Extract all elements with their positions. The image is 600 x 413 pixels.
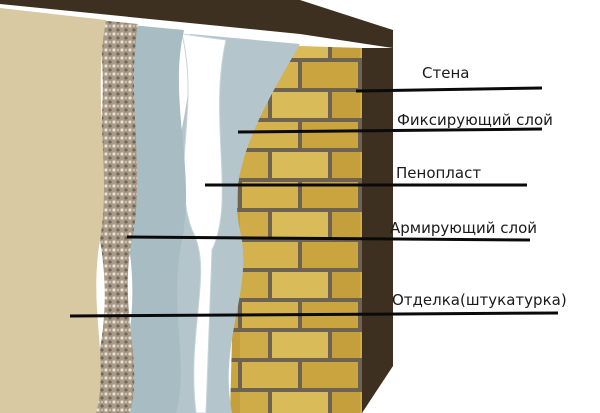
label-finish: Отделка(штукатурка) xyxy=(392,291,567,309)
wall-top-edge xyxy=(0,0,393,48)
label-reinforcing: Армирующий слой xyxy=(390,219,537,237)
layer-labels: Стена Фиксирующий слой Пенопласт Армирую… xyxy=(390,64,567,309)
brick-wall xyxy=(230,44,393,413)
label-wall: Стена xyxy=(422,64,469,82)
leader-finish xyxy=(69,311,559,318)
leader-fixing xyxy=(237,127,543,134)
label-fixing: Фиксирующий слой xyxy=(397,111,553,129)
leader-lines xyxy=(69,86,559,318)
foam-layer xyxy=(181,33,227,413)
leader-wall xyxy=(355,86,543,93)
finish-layer xyxy=(0,8,106,413)
label-foam: Пенопласт xyxy=(396,164,481,182)
brick-wall-side xyxy=(362,48,393,413)
leader-reinforcing xyxy=(126,235,531,242)
